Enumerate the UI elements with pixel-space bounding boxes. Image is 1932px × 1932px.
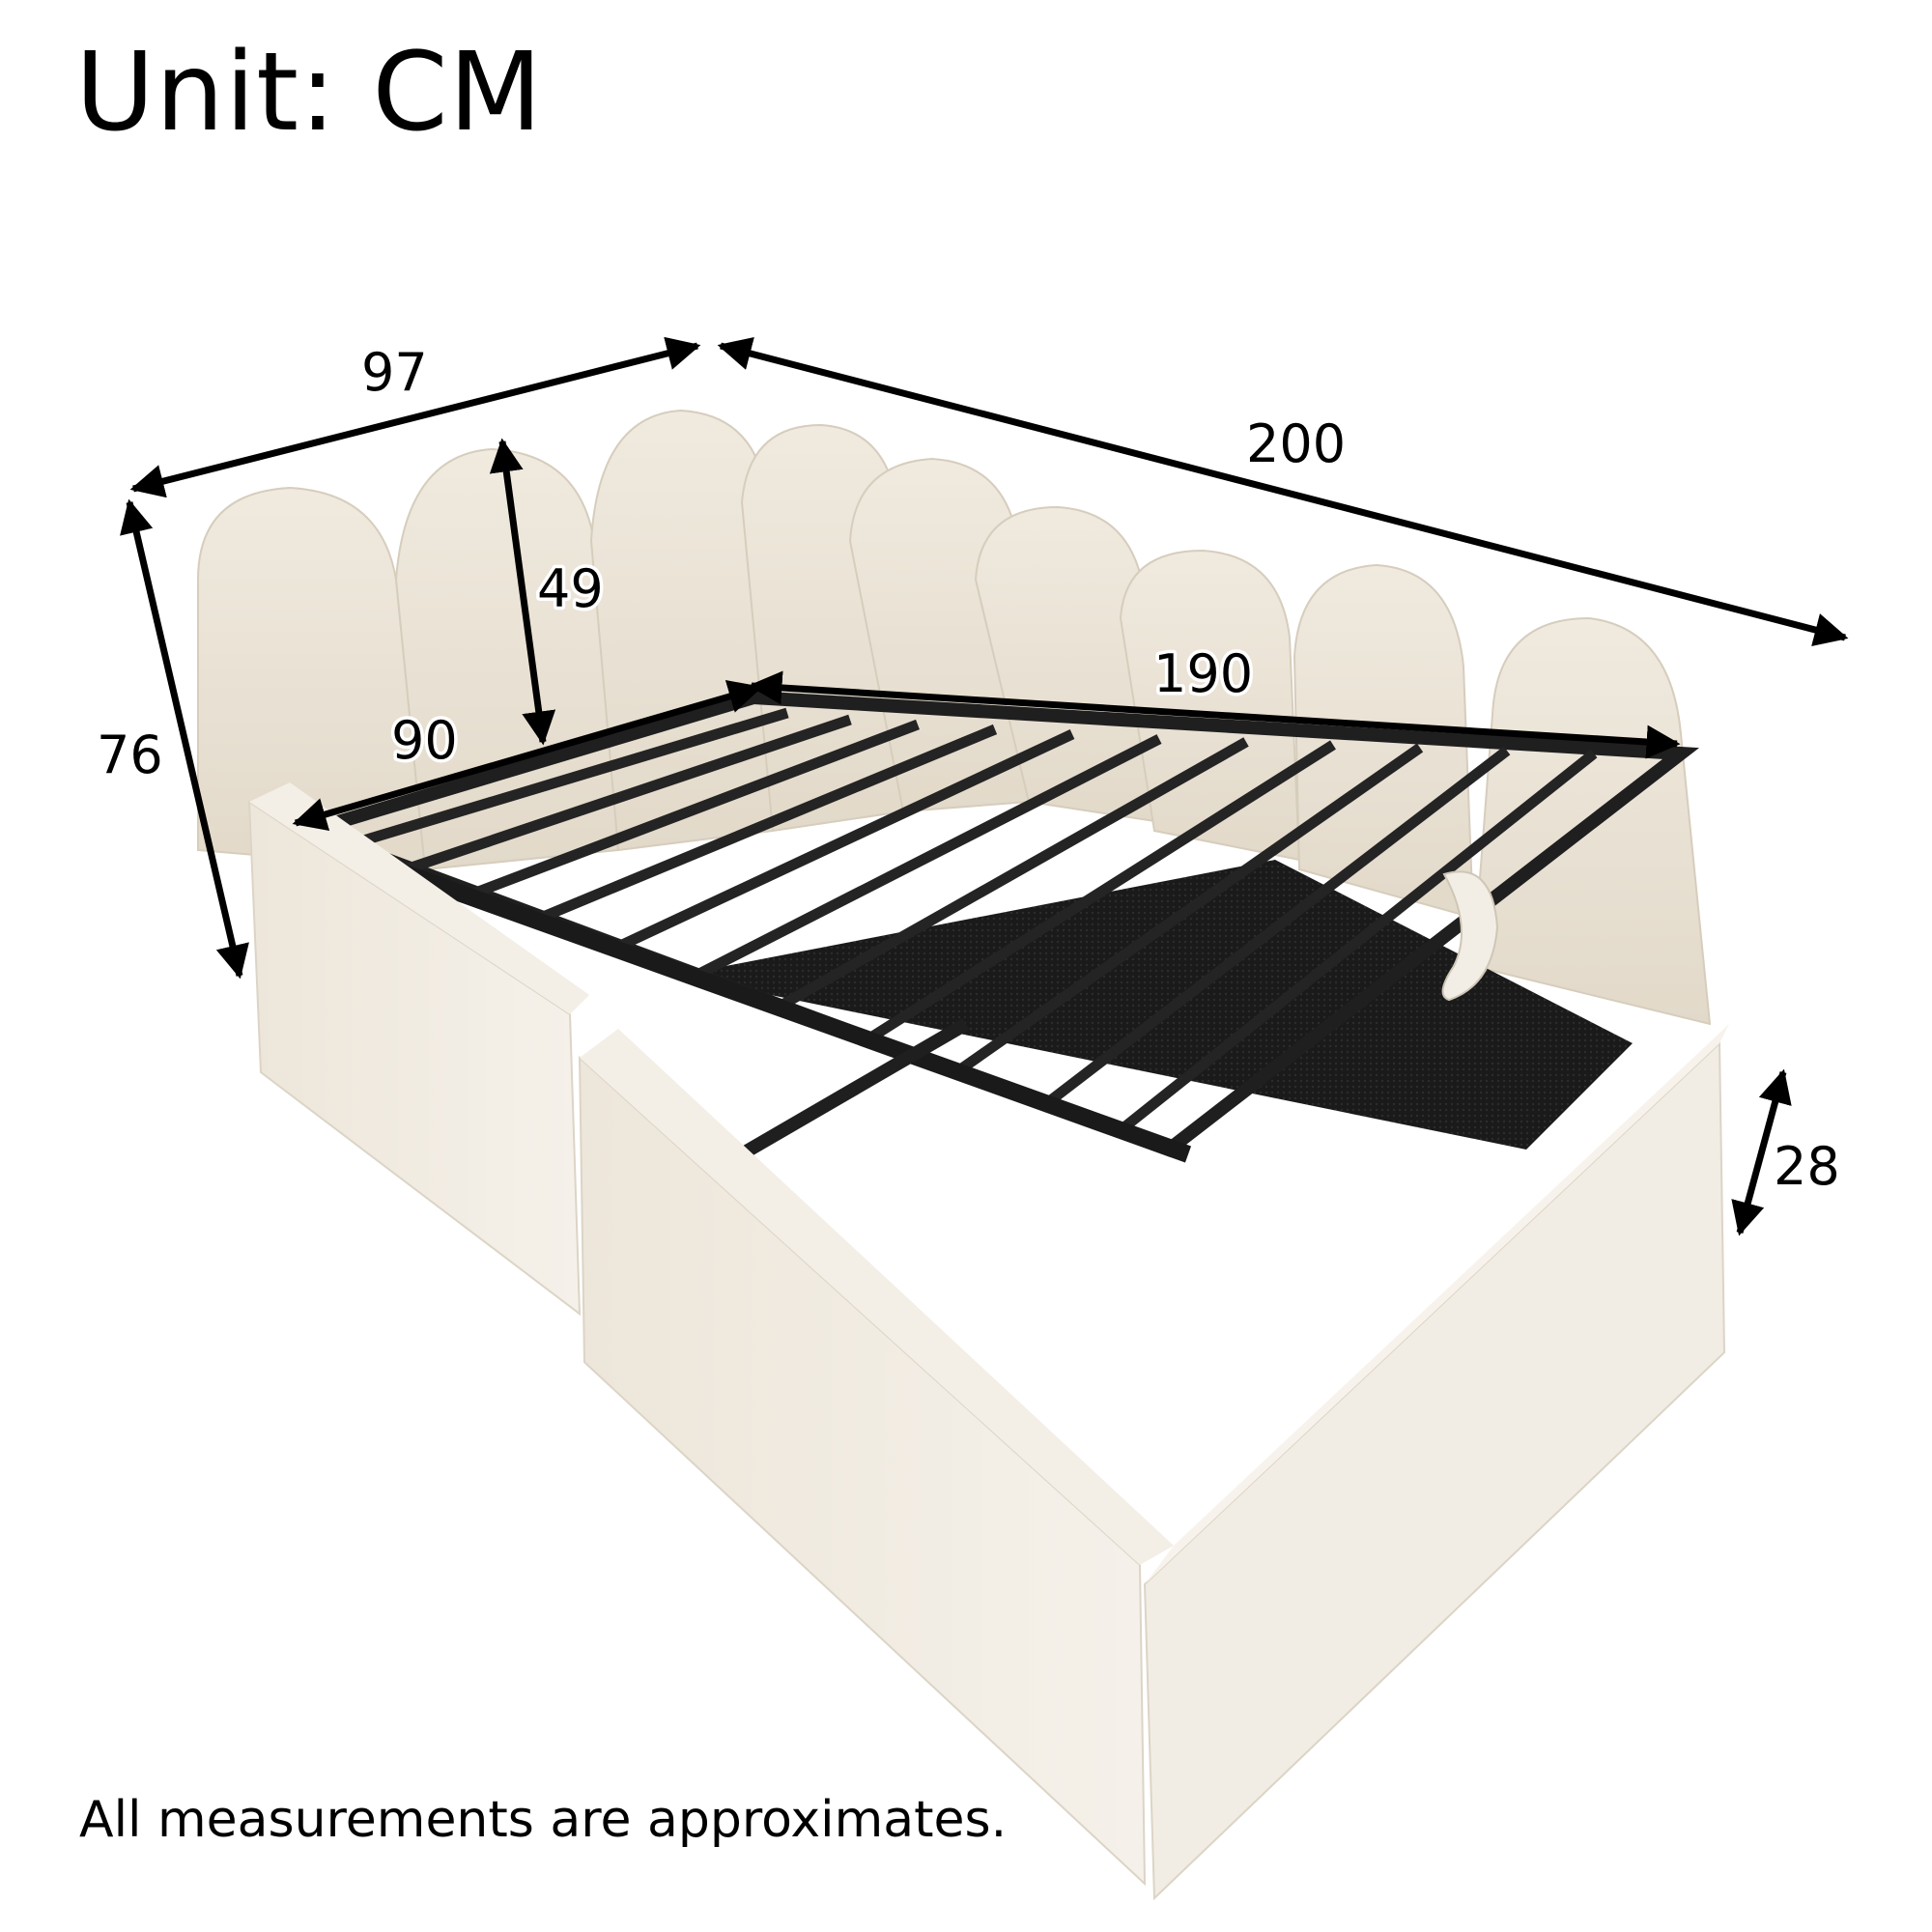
dim-line-slat-length-190 [748,670,1681,759]
dim-label-height: 76 [97,724,163,785]
dim-line-width-97 [129,336,701,498]
unit-title: Unit: CM [75,30,544,156]
left-rail-front [247,800,582,1317]
lift-handle-strap [1441,870,1499,1002]
foot-rail-top [1145,1024,1729,1584]
disclaimer-note: All measurements are approximates. [79,1791,1008,1849]
left-rail-top [249,782,589,1014]
dim-line-length-200 [717,336,1849,647]
headboard-panel [589,409,775,852]
bed-base-rails [247,782,1729,1901]
dimension-lines [120,336,1849,1236]
dim-line-slat-width-90 [292,680,763,831]
dim-label-slat-length: 190 [1153,643,1253,704]
dim-line-rail-height-28 [1731,1068,1792,1236]
dim-label-rail-height: 28 [1774,1136,1840,1197]
foot-rail-front [1143,1040,1726,1901]
dim-label-length: 200 [1246,413,1346,474]
front-rail-top [580,1029,1174,1565]
dim-label-headboard-height: 49 [537,558,604,619]
dim-label-slat-width: 90 [391,710,458,771]
dim-label-width: 97 [361,342,428,403]
dim-line-height-76 [120,498,249,980]
